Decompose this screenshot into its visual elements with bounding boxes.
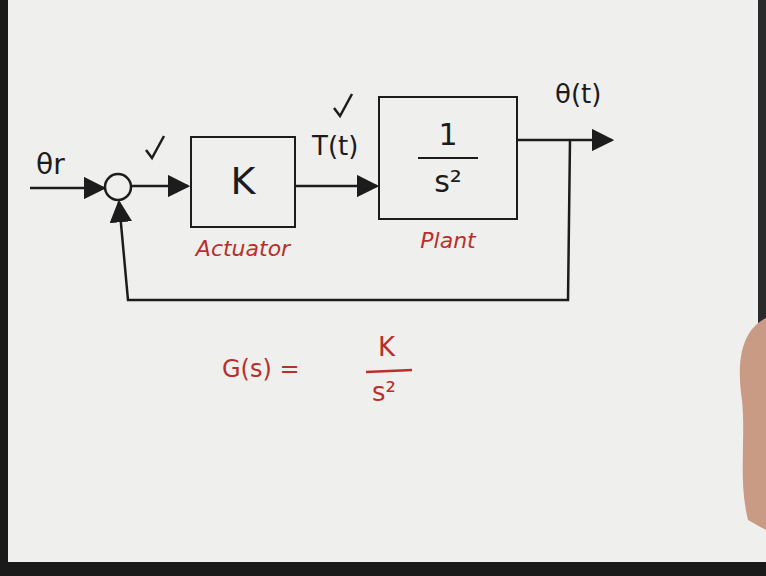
block-text: s²: [434, 165, 462, 198]
fraction-bar: [418, 157, 478, 160]
error-line: [131, 185, 188, 188]
fraction-bar: [366, 370, 412, 372]
signal-name: T(t): [312, 132, 358, 161]
hand: [740, 318, 766, 530]
denominator: s²: [372, 378, 396, 407]
block-text: K: [231, 161, 256, 203]
transfer-function: G(s) =: [222, 356, 300, 382]
block-caption: Actuator: [196, 236, 290, 261]
block-text: 1: [438, 118, 457, 151]
numerator: K: [378, 333, 395, 362]
signal-arrow: [296, 185, 377, 188]
photo-edge: [0, 562, 766, 576]
input-signal: θr: [36, 150, 65, 181]
feedback-line: [119, 140, 570, 300]
check-mark: [146, 136, 164, 158]
summing-junction: [105, 174, 131, 200]
photo-edge: [758, 0, 766, 330]
output-signal: θ(t): [555, 80, 601, 109]
block-caption: Plant: [420, 228, 475, 253]
photo-edge: [0, 0, 8, 576]
input-line: [30, 187, 104, 190]
actuator-block: KActuator: [190, 136, 296, 228]
output-line: [518, 139, 612, 142]
plant-block: 1s²Plant: [378, 96, 518, 220]
check-mark: [334, 94, 352, 116]
